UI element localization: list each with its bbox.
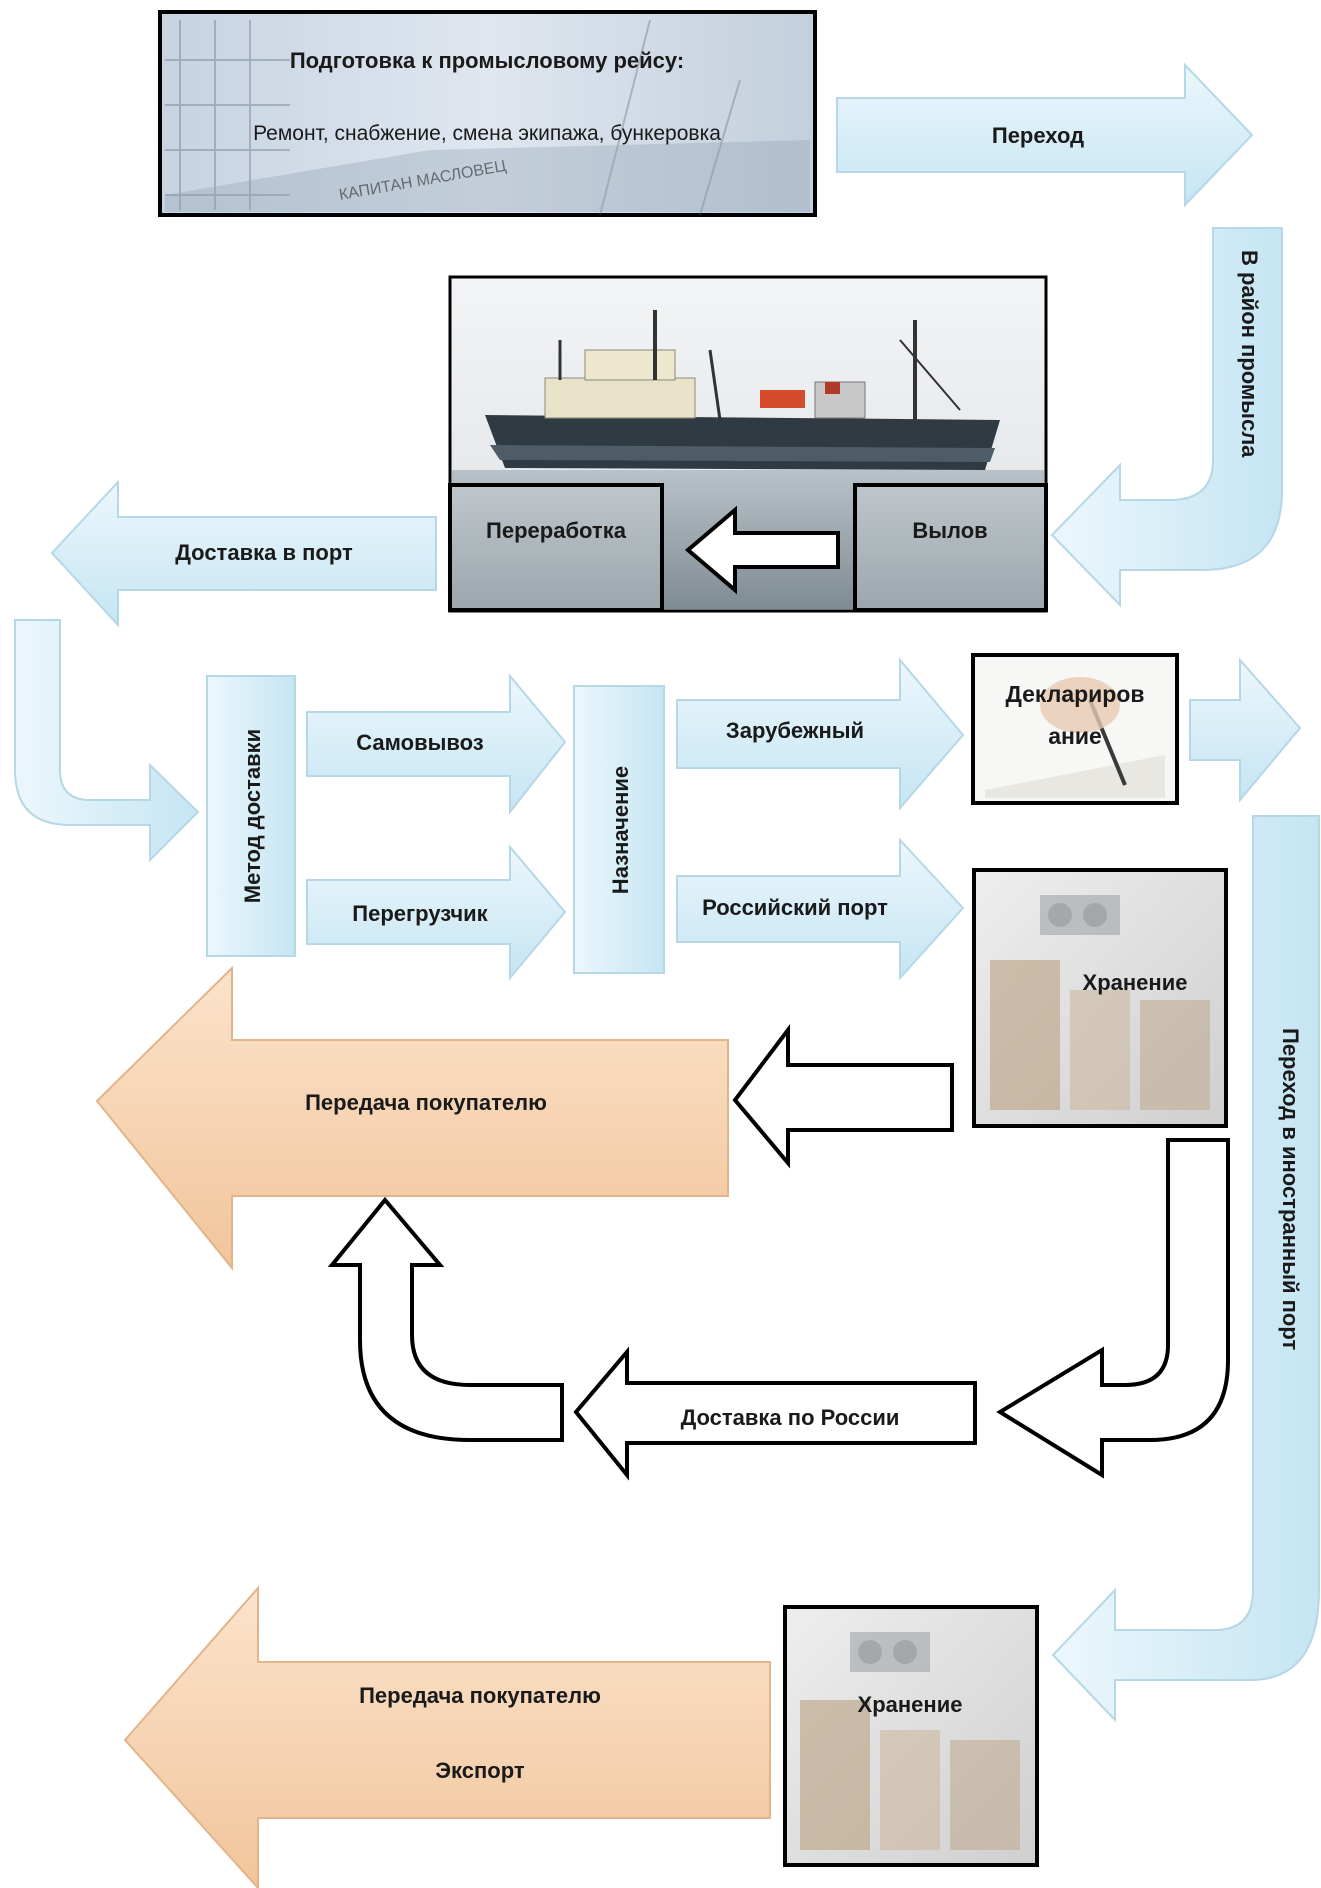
hand-icon xyxy=(1040,677,1120,733)
arrow-transit-label: Переход xyxy=(992,123,1084,148)
arrow-delivery-to-port-label: Доставка в порт xyxy=(175,540,353,565)
arrow-to-fishing-area: В район промысла xyxy=(1050,227,1283,608)
arrow-to-fishing-area-label: В район промысла xyxy=(1237,250,1262,458)
catch-label: Вылов xyxy=(912,518,987,543)
arrow-foreign-label: Зарубежный xyxy=(726,718,864,743)
delivery-method-box: Метод доставки xyxy=(206,675,296,957)
arrow-storage-to-buyer xyxy=(732,1024,954,1169)
warehouse-icon-2 xyxy=(800,1632,1020,1850)
hull-shape xyxy=(165,140,810,212)
arrow-transfer-to-buyer-label: Передача покупателю xyxy=(305,1090,547,1115)
arrow-after-declaration xyxy=(1189,657,1302,803)
arrow-delivery-in-russia: Доставка по России xyxy=(573,1346,977,1481)
storage-label-russia: Хранение xyxy=(1083,970,1188,995)
arrow-storage-to-russia-delivery xyxy=(996,1138,1230,1479)
destination-label: Назначение xyxy=(608,766,633,894)
arrow-delivery-in-russia-label: Доставка по России xyxy=(681,1405,900,1430)
warehouse-icon xyxy=(990,895,1210,1110)
declaration-label-line2: ание xyxy=(1048,723,1102,749)
arrow-transfer-to-buyer-export: Передача покупателю Экспорт xyxy=(123,1585,771,1888)
ship-icon xyxy=(485,310,1000,470)
arrow-russian-port: Российский порт xyxy=(676,837,965,981)
arrow-delivery-to-port: Доставка в порт xyxy=(50,479,437,628)
processing-label: Переработка xyxy=(486,518,627,543)
arrow-catch-to-processing xyxy=(684,505,840,595)
arrow-transit: Переход xyxy=(836,62,1254,208)
arrow-transfer-to-buyer-2-label: Передача покупателю xyxy=(359,1683,601,1708)
prep-title: Подготовка к промысловому рейсу: xyxy=(290,48,684,73)
storage-label-foreign: Хранение xyxy=(858,1692,963,1717)
vessel-picture: Переработка Вылов xyxy=(448,275,1048,613)
declaration-box: Деклариров ание xyxy=(971,653,1179,805)
arrow-russian-port-label: Российский порт xyxy=(702,895,888,920)
arrow-transfer-to-buyer: Передача покупателю xyxy=(95,965,729,1271)
arrow-to-foreign-port: Переход в иностранный порт xyxy=(1051,815,1320,1723)
storage-box-russia: Хранение xyxy=(972,868,1228,1128)
arrow-to-foreign-port-label: Переход в иностранный порт xyxy=(1278,1028,1303,1351)
delivery-method-label: Метод доставки xyxy=(240,729,265,903)
arrow-export-label: Экспорт xyxy=(435,1758,524,1783)
paper-icon xyxy=(985,755,1165,798)
preparation-box: Подготовка к промысловому рейсу: Ремонт,… xyxy=(158,10,817,217)
destination-box: Назначение xyxy=(573,685,665,974)
storage-box-foreign: Хранение xyxy=(783,1605,1039,1867)
prep-subtitle: Ремонт, снабжение, смена экипажа, бункер… xyxy=(253,122,721,145)
arrow-to-delivery-method xyxy=(14,619,200,863)
arrow-self-pickup-label: Самовывоз xyxy=(356,730,484,755)
declaration-label-line1: Деклариров xyxy=(1005,681,1144,707)
arrow-transshipper-label: Перегрузчик xyxy=(352,901,488,926)
arrow-foreign: Зарубежный xyxy=(676,657,965,811)
arrow-self-pickup: Самовывоз xyxy=(306,673,567,815)
arrow-up-to-buyer xyxy=(327,1196,564,1442)
scaffold-icon xyxy=(165,19,741,216)
arrow-transshipper: Перегрузчик xyxy=(306,844,567,981)
